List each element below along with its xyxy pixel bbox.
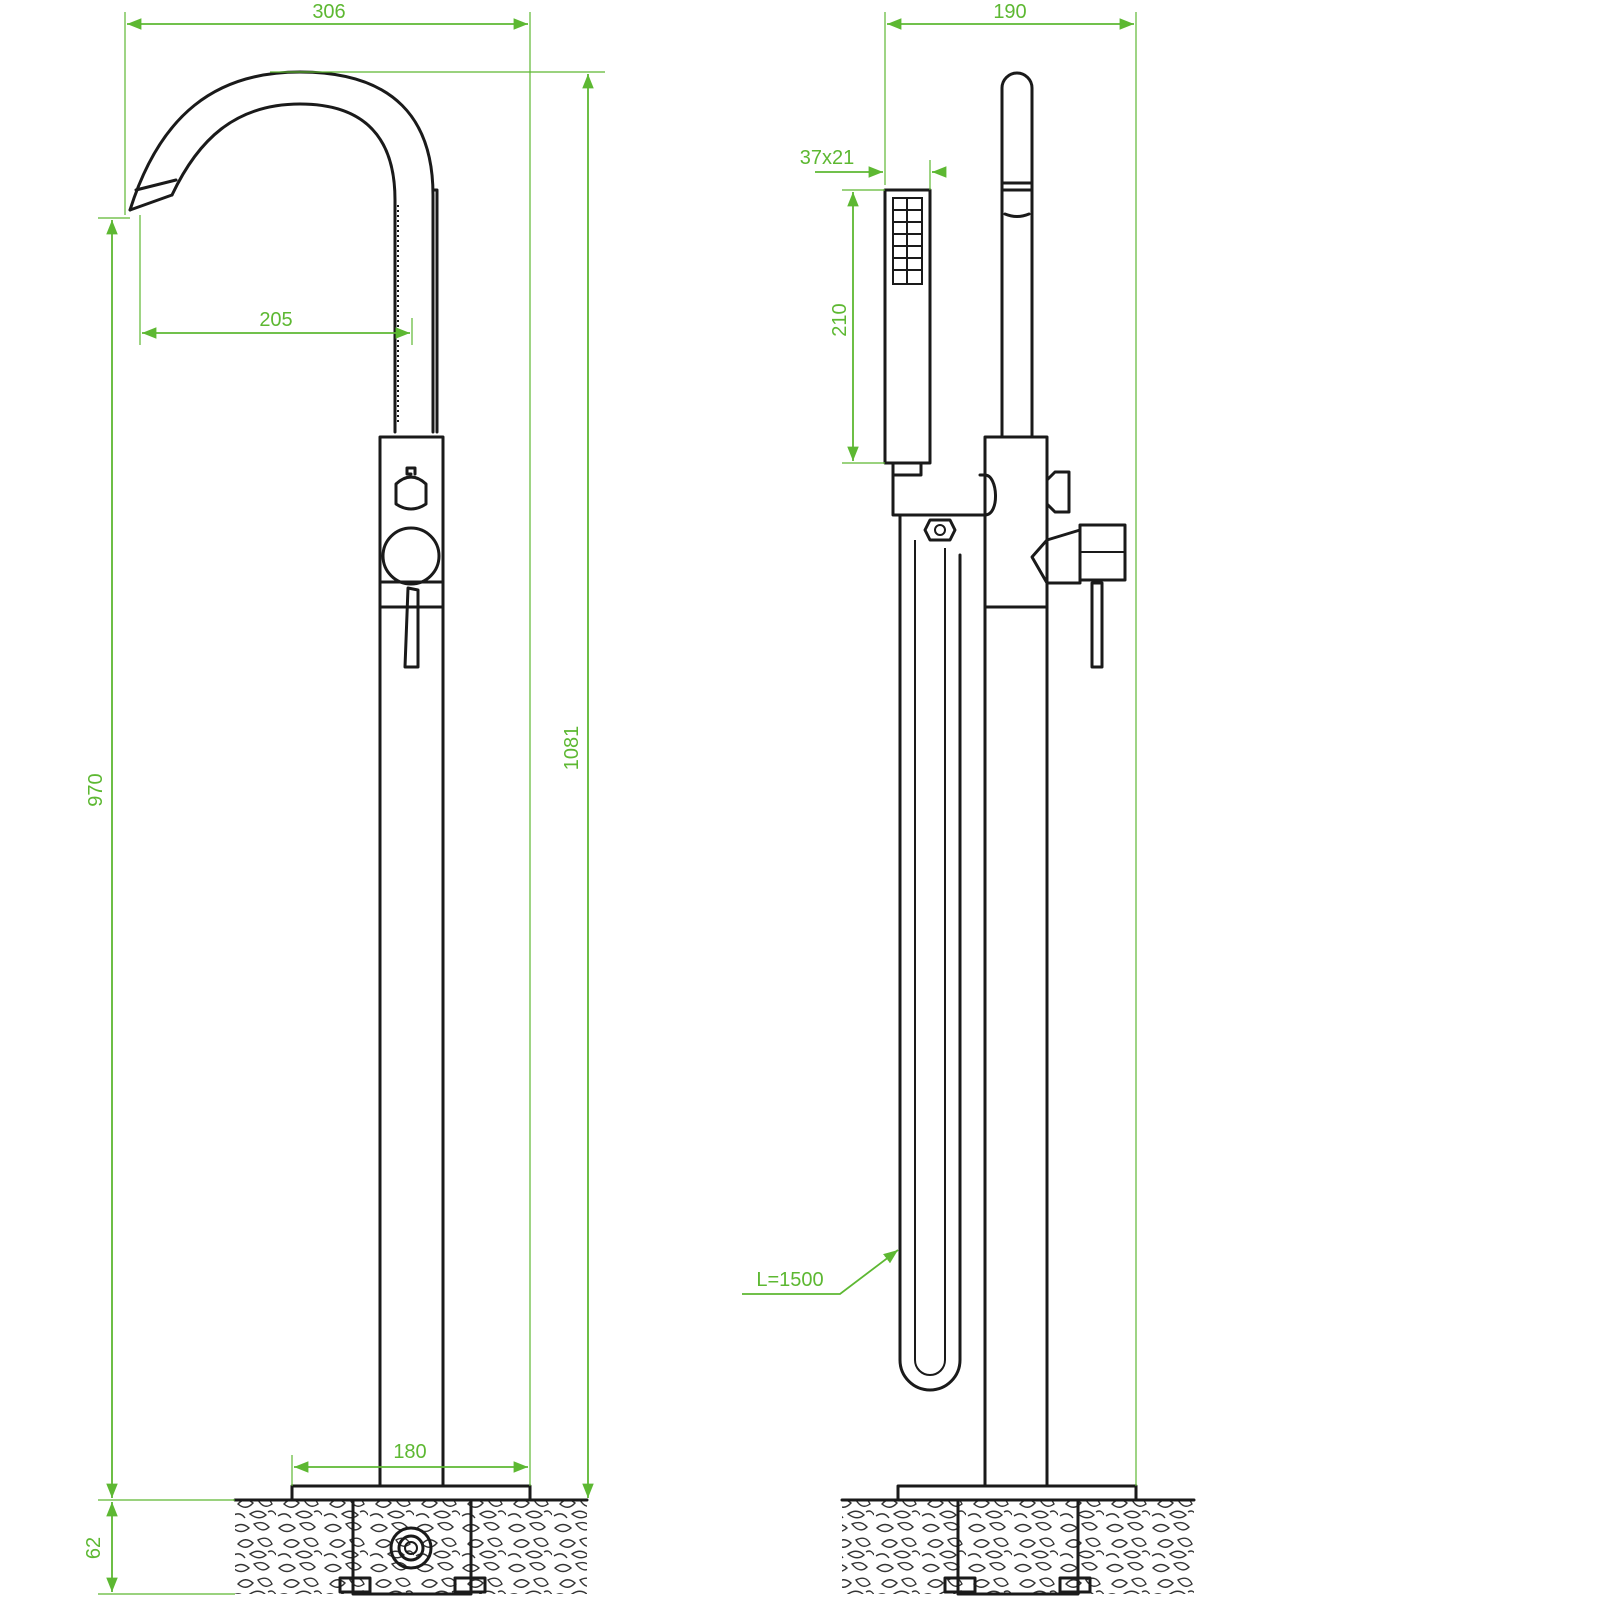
side-diverter-knob[interactable] bbox=[1045, 470, 1071, 514]
spray-nozzles bbox=[893, 198, 922, 284]
spout-back-edge bbox=[431, 188, 439, 434]
side-box-foot-right bbox=[1058, 1576, 1092, 1594]
side-mixer-body bbox=[983, 435, 1049, 609]
dim-installation-depth: 62 bbox=[83, 1537, 105, 1559]
side-floor-masonry bbox=[842, 1500, 1194, 1594]
side-mixer-lever[interactable] bbox=[1090, 581, 1104, 669]
side-box-foot-left bbox=[943, 1576, 977, 1594]
front-spout-inner bbox=[170, 102, 397, 434]
dim-hose-length: L=1500 bbox=[756, 1269, 823, 1291]
dim-hand-shower-section: 37x21 bbox=[800, 147, 855, 169]
drain-fitting-icon bbox=[389, 1526, 433, 1570]
front-spout-outer bbox=[128, 70, 435, 434]
front-base-plate bbox=[290, 1484, 532, 1502]
box-foot-right bbox=[453, 1576, 487, 1594]
shower-hose-inner bbox=[914, 540, 946, 1376]
dim-spout-height: 970 bbox=[85, 773, 107, 806]
side-holder-bracket bbox=[891, 473, 997, 517]
shower-hose bbox=[898, 513, 962, 1392]
diverter-knob bbox=[394, 466, 428, 511]
dim-overall-height: 1081 bbox=[561, 726, 583, 771]
hose-nut-hole bbox=[934, 524, 946, 536]
side-view bbox=[840, 71, 1196, 1596]
mixer-lever[interactable] bbox=[403, 586, 420, 669]
spout-outlet bbox=[128, 193, 174, 212]
side-base-plate bbox=[896, 1484, 1138, 1502]
side-dimensions: 190 37x21 210 L=1500 bbox=[742, 1, 1137, 1486]
front-view bbox=[128, 70, 589, 1596]
dim-overall-depth: 190 bbox=[993, 1, 1026, 23]
hose-nut bbox=[923, 518, 957, 542]
hose-length-leader bbox=[742, 1249, 899, 1295]
riser-holder bbox=[1003, 212, 1031, 218]
dim-hand-shower-length: 210 bbox=[829, 303, 851, 336]
side-mixer-neck bbox=[1030, 528, 1082, 585]
floor-masonry-icon bbox=[235, 1500, 587, 1594]
drain-fitting-inner bbox=[397, 1534, 425, 1562]
drain-fitting-core bbox=[404, 1541, 418, 1555]
side-riser-pipe bbox=[1000, 71, 1034, 439]
spout-aerator-ring bbox=[134, 178, 178, 192]
side-embedded-box bbox=[956, 1498, 1080, 1596]
dim-base-width: 180 bbox=[393, 1441, 426, 1463]
box-foot-left bbox=[338, 1576, 372, 1594]
dim-overall-width: 306 bbox=[312, 1, 345, 23]
hand-shower-connector bbox=[891, 461, 923, 477]
dim-spout-reach: 205 bbox=[259, 309, 292, 331]
front-embedded-box bbox=[351, 1498, 473, 1596]
front-dimensions: 306 205 1081 970 180 62 bbox=[83, 1, 605, 1595]
mixer-cartridge-cap bbox=[381, 526, 441, 586]
